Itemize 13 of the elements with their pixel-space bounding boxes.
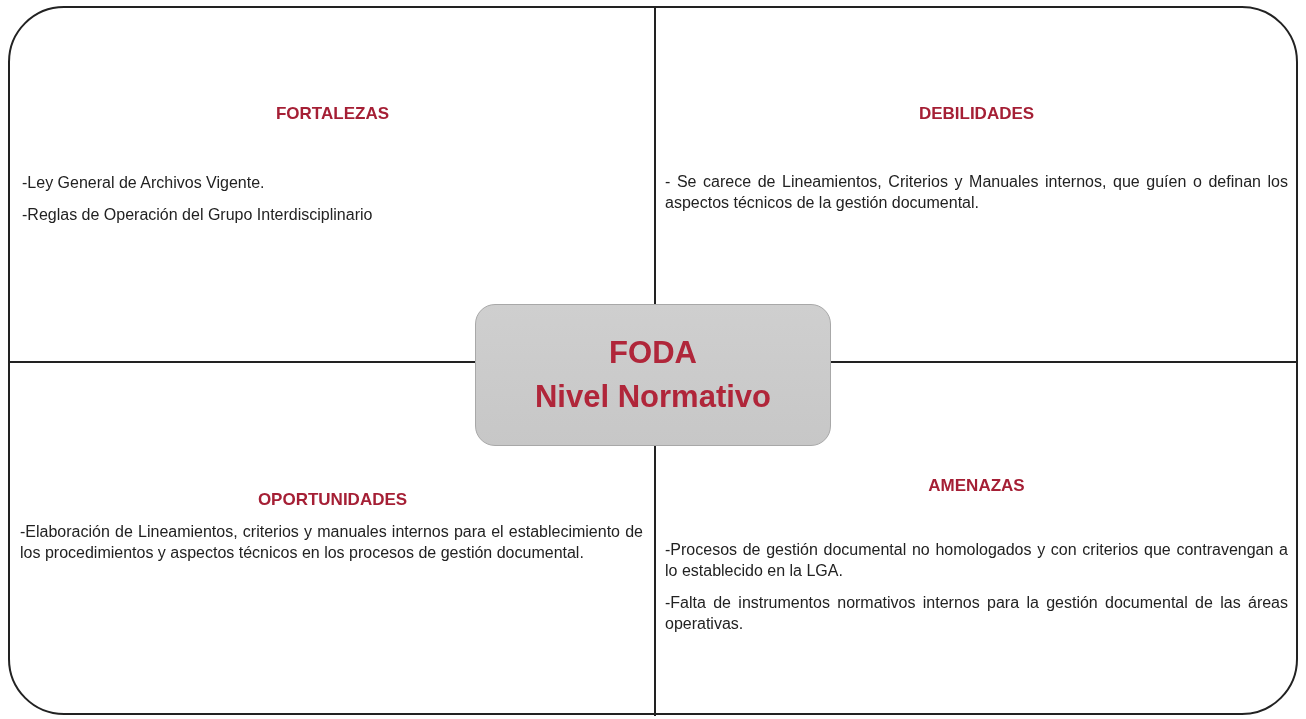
- center-title: Nivel Normativo: [535, 378, 771, 416]
- quadrant-heading: OPORTUNIDADES: [256, 490, 409, 510]
- center-title: FODA: [609, 334, 697, 372]
- quadrant-text: -Procesos de gestión documental no homologados y con criterios que contravengan a lo establecido en la LGA.: [665, 540, 1288, 581]
- quadrant-text: -Falta de instrumentos normativos internos para la gestión documental de las áreas operativas.: [665, 593, 1288, 634]
- quadrant-heading: FORTALEZAS: [275, 104, 390, 124]
- quadrant-text: - Se carece de Lineamientos, Criterios y Manuales internos, que guíen o definan los aspectos técnicos de la gestión documental.: [665, 172, 1288, 213]
- quadrant-text: -Ley General de Archivos Vigente.: [22, 173, 266, 193]
- quadrant-heading: DEBILIDADES: [917, 104, 1036, 124]
- center-box: [475, 304, 831, 446]
- quadrant-heading: AMENAZAS: [927, 476, 1026, 496]
- quadrant-text: -Elaboración de Lineamientos, criterios y manuales internos para el establecimiento de los procedimientos y aspectos técnicos en los procesos de gestión documental.: [20, 522, 643, 563]
- quadrant-text: -Reglas de Operación del Grupo Interdisciplinario: [22, 205, 374, 225]
